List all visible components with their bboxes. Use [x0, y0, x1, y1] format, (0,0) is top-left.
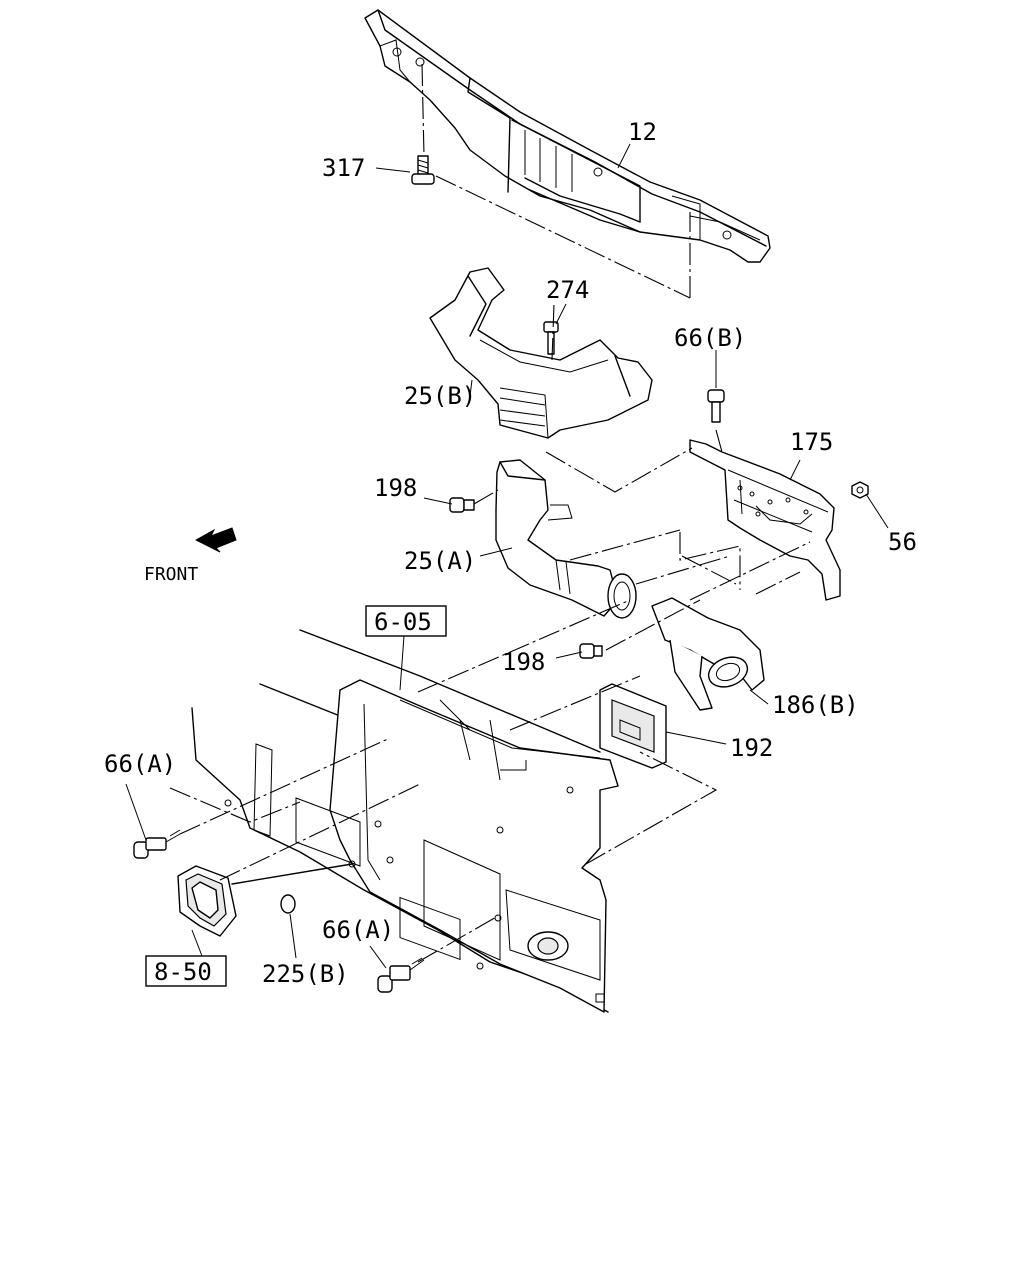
leader-lines	[125, 143, 889, 969]
label-225b: 225(B)	[262, 960, 349, 988]
label-66a-bottom: 66(A)	[322, 916, 394, 944]
label-274: 274	[546, 276, 589, 304]
label-25a: 25(A)	[404, 547, 476, 575]
reference-box-6-05: 6-05	[365, 605, 447, 637]
reference-box-8-50: 8-50	[145, 955, 227, 987]
label-175: 175	[790, 428, 833, 456]
reference-label-8-50: 8-50	[154, 958, 212, 986]
dash-panel-6-05	[191, 629, 619, 1013]
label-56: 56	[888, 528, 917, 556]
label-66b: 66(B)	[674, 324, 746, 352]
label-25b: 25(B)	[404, 382, 476, 410]
label-186b: 186(B)	[772, 691, 859, 719]
label-198-upper: 198	[374, 474, 417, 502]
part-225b-plug	[280, 894, 296, 914]
label-66a-left: 66(A)	[104, 750, 176, 778]
part-25b-duct	[429, 267, 653, 439]
part-192-gasket	[599, 683, 667, 769]
label-12: 12	[628, 118, 657, 146]
part-66a-bolt-left	[133, 829, 181, 859]
front-indicator: FRONT	[144, 527, 237, 585]
label-198-lower: 198	[502, 648, 545, 676]
label-317: 317	[322, 154, 365, 182]
part-274-screw	[543, 321, 559, 355]
reference-label-6-05: 6-05	[374, 608, 432, 636]
part-175-bracket	[689, 439, 841, 601]
part-labels: 12 317 274 66(B) 25(B) 175 198 56 25(A) …	[104, 118, 917, 988]
front-label: FRONT	[144, 564, 198, 585]
label-192: 192	[730, 734, 773, 762]
part-56-nut	[851, 481, 869, 499]
part-186b-duct	[651, 597, 765, 711]
part-12-cowl-panel	[364, 9, 771, 263]
part-198-screw-upper	[449, 497, 475, 513]
assembly-lines	[169, 63, 811, 963]
part-66b-bolt	[707, 389, 725, 423]
part-198-screw-lower	[579, 643, 603, 659]
part-66a-bolt-bottom	[377, 957, 425, 993]
part-8-50-seal	[177, 865, 237, 937]
part-317-bolt	[411, 155, 435, 185]
front-arrow-icon	[194, 527, 237, 553]
part-25a-duct	[495, 459, 637, 619]
